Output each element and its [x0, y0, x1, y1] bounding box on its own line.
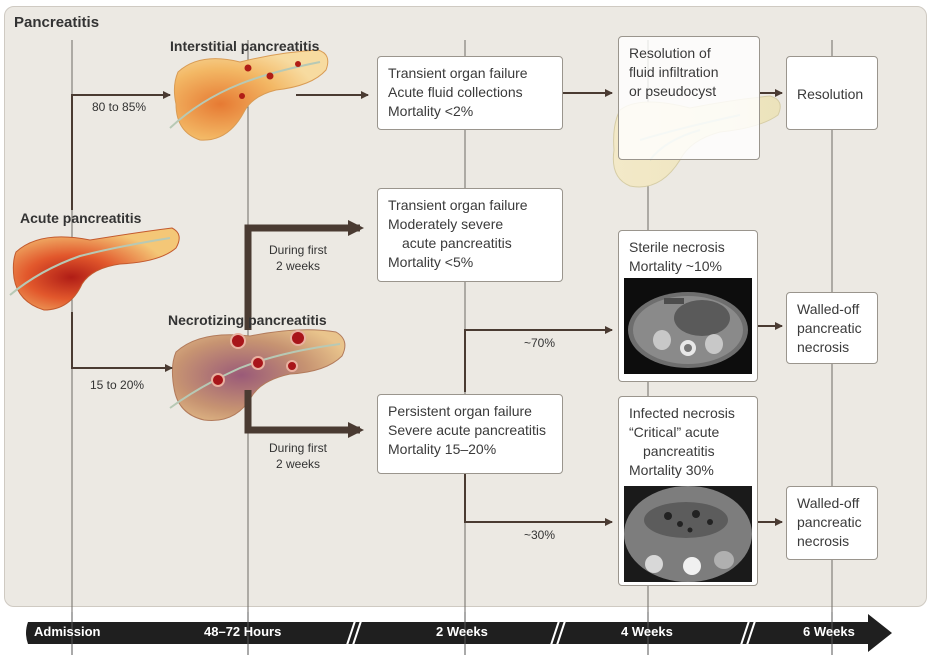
timeline-6-weeks: 6 Weeks: [803, 624, 855, 639]
percent-30-label: ~30%: [524, 528, 556, 542]
diagram-title: Pancreatitis: [14, 14, 100, 31]
necrotizing-label: Necrotizing pancreatitis: [168, 312, 327, 328]
walled-off-box-1: Walled-off pancreatic necrosis: [786, 292, 878, 364]
infected-ct-scan-image: [624, 486, 752, 582]
during-first-bottom-label: During first 2 weeks: [268, 441, 327, 471]
lower-branch-percent: 15 to 20%: [90, 378, 145, 392]
persistent-failure-box: Persistent organ failure Severe acute pa…: [377, 394, 563, 474]
upper-branch-percent: 80 to 85%: [92, 100, 147, 114]
timeline-2-weeks: 2 Weeks: [436, 624, 488, 639]
interstitial-pancreas-illustration: [169, 49, 329, 141]
timeline-arrow: [26, 612, 892, 655]
percent-70-label: ~70%: [524, 336, 556, 350]
timeline-48-72-hours: 48–72 Hours: [204, 624, 282, 639]
interstitial-label: Interstitial pancreatitis: [170, 38, 320, 54]
during-first-top-label: During first 2 weeks: [268, 243, 327, 273]
timeline-4-weeks: 4 Weeks: [621, 624, 673, 639]
sterile-ct-scan-image: [624, 278, 752, 374]
acute-label: Acute pancreatitis: [20, 210, 142, 226]
timeline-admission: Admission: [34, 624, 101, 639]
transient-failure-box-2: Transient organ failure Moderately sever…: [377, 188, 563, 282]
transient-failure-box-1: Transient organ failure Acute fluid coll…: [377, 56, 563, 130]
walled-off-box-2: Walled-off pancreatic necrosis: [786, 486, 878, 560]
necrotizing-pancreas-illustration: [169, 329, 346, 421]
acute-pancreas-illustration: [9, 227, 180, 311]
resolution-box: Resolution: [786, 56, 878, 130]
flow-arrows: [71, 89, 783, 526]
resolution-of-box: Resolution of fluid infiltration or pseu…: [618, 36, 760, 160]
